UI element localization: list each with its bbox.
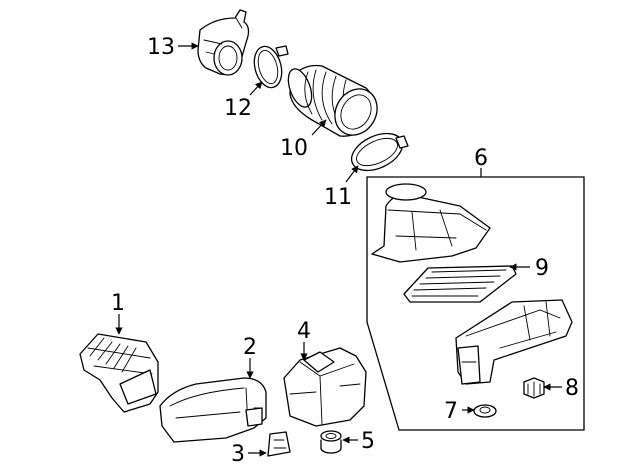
callout-11: 11 bbox=[324, 185, 352, 210]
leader-10 bbox=[311, 119, 327, 136]
assembly-6-box bbox=[366, 176, 585, 431]
part-6-lower-case bbox=[455, 299, 573, 385]
part-7-grommet bbox=[473, 404, 497, 418]
callout-labels: 13 12 10 11 6 9 8 7 1 2 4 3 5 bbox=[111, 35, 579, 467]
part-8-clip bbox=[523, 377, 545, 399]
callout-8: 8 bbox=[565, 376, 579, 401]
part-10-hose bbox=[287, 64, 378, 137]
part-1-resonator bbox=[79, 333, 159, 413]
callout-10: 10 bbox=[280, 136, 308, 161]
part-11-clamp bbox=[350, 132, 409, 172]
callout-12: 12 bbox=[224, 96, 252, 121]
callout-2: 2 bbox=[243, 335, 257, 360]
callout-3: 3 bbox=[231, 442, 245, 467]
part-5-grommet bbox=[320, 430, 342, 454]
part-4-duct bbox=[283, 347, 367, 427]
part-3-bracket bbox=[267, 431, 291, 457]
callout-1: 1 bbox=[111, 291, 125, 316]
callout-6: 6 bbox=[474, 146, 488, 171]
leader-11 bbox=[345, 165, 359, 183]
callout-5: 5 bbox=[361, 429, 375, 454]
part-6-upper-cover bbox=[371, 183, 491, 263]
callout-9: 9 bbox=[535, 256, 549, 281]
part-13-housing bbox=[197, 9, 250, 76]
part-2-duct bbox=[159, 377, 267, 443]
callout-13: 13 bbox=[147, 35, 175, 60]
part-12-clamp bbox=[253, 45, 289, 89]
leader-lines bbox=[115, 42, 562, 457]
part-9-filter bbox=[403, 265, 517, 303]
callout-4: 4 bbox=[297, 319, 311, 344]
callout-7: 7 bbox=[444, 399, 458, 424]
leader-12 bbox=[249, 81, 263, 96]
